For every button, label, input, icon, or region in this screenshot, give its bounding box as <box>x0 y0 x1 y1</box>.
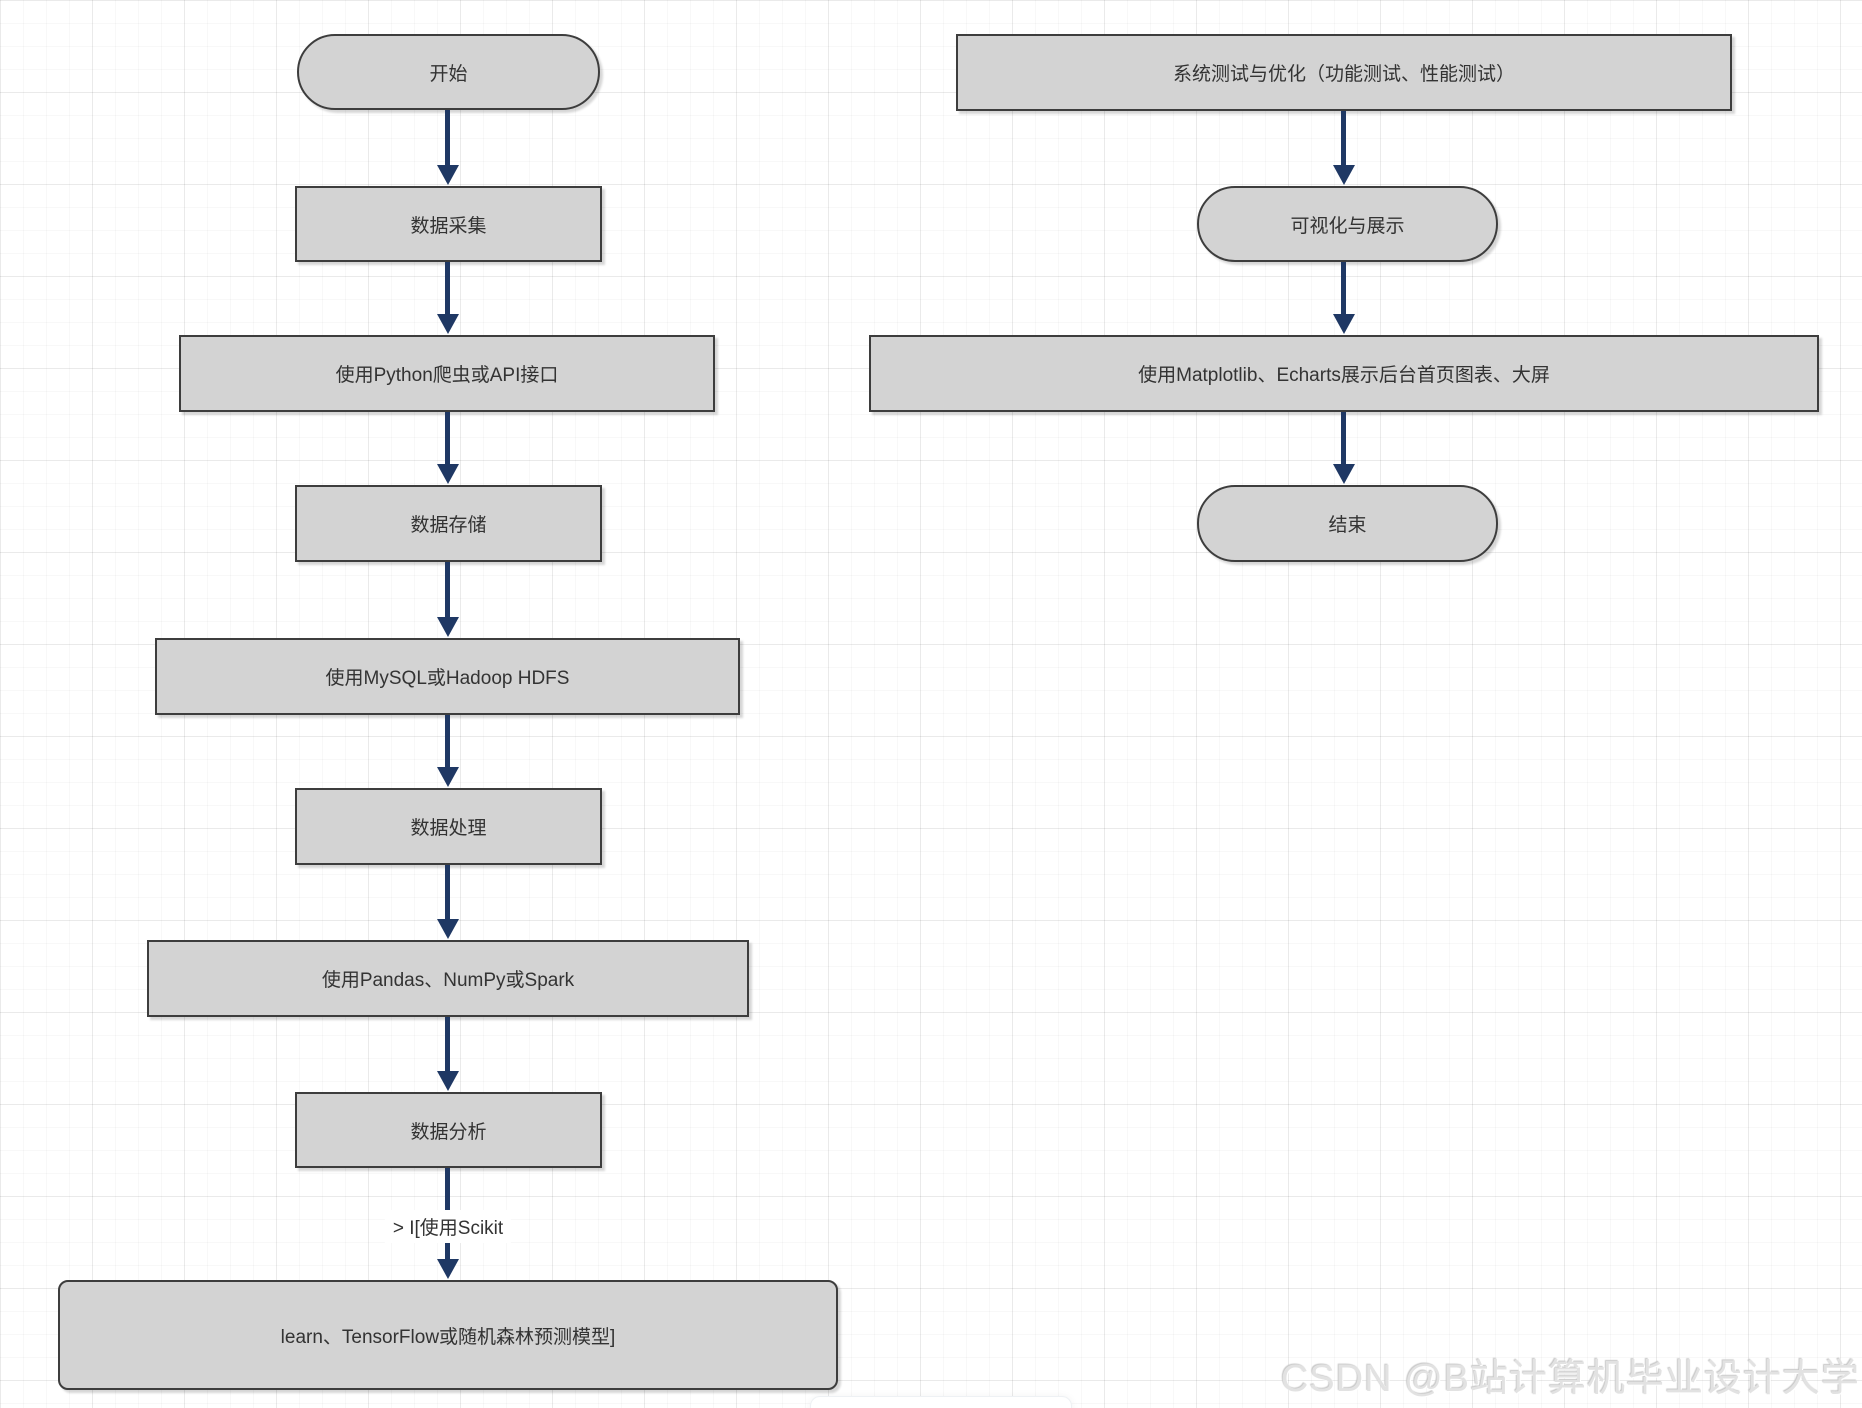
node-label: 结束 <box>1328 515 1367 536</box>
arrow-processing-to-pandas <box>436 865 459 939</box>
node-label: 可视化与展示 <box>1290 215 1405 237</box>
node-label: 开始 <box>429 63 468 85</box>
arrowhead-icon <box>436 919 459 939</box>
arrowhead-icon <box>436 1071 459 1091</box>
edge-label-scikit: > I[使用Scikit <box>384 1210 512 1243</box>
arrow-crawler-to-storage <box>436 412 459 484</box>
watermark-text: CSDN @B站计算机毕业设计大学 <box>1280 1358 1860 1400</box>
arrowhead-icon <box>1332 464 1355 484</box>
node-label: 使用MySQL或Hadoop HDFS <box>325 668 570 689</box>
node-label: 数据分析 <box>410 1121 487 1143</box>
arrowhead-icon <box>436 767 459 787</box>
arrow-visualization-to-matplotlib <box>1332 262 1355 334</box>
flow-node-data-analysis: 数据分析 <box>295 1092 602 1168</box>
arrow-pandas-to-analysis <box>436 1017 459 1091</box>
node-label: 使用Pandas、NumPy或Spark <box>321 970 575 991</box>
flow-node-ml-prediction-model: learn、TensorFlow或随机森林预测模型] <box>58 1280 838 1390</box>
node-label: learn、TensorFlow或随机森林预测模型] <box>280 1326 616 1348</box>
flow-node-system-testing: 系统测试与优化（功能测试、性能测试） <box>956 34 1732 111</box>
flow-node-end: 结束 <box>1197 485 1498 562</box>
node-label: 使用Matplotlib、Echarts展示后台首页图表、大屏 <box>1138 365 1550 386</box>
flow-node-pandas-numpy-spark: 使用Pandas、NumPy或Spark <box>147 940 749 1017</box>
arrow-start-to-collection <box>436 110 459 185</box>
arrowhead-icon <box>436 464 459 484</box>
flow-node-data-processing: 数据处理 <box>295 788 602 865</box>
node-label: 数据处理 <box>410 818 487 839</box>
flow-node-python-crawler-api: 使用Python爬虫或API接口 <box>179 335 715 412</box>
arrowhead-icon <box>436 617 459 637</box>
flow-node-visualization: 可视化与展示 <box>1197 186 1498 262</box>
node-label: 数据采集 <box>410 215 487 237</box>
bottom-popup-partial <box>810 1396 1072 1408</box>
arrow-matplotlib-to-end <box>1332 412 1355 484</box>
arrowhead-icon <box>1332 314 1355 334</box>
flow-node-mysql-hadoop: 使用MySQL或Hadoop HDFS <box>155 638 740 715</box>
arrowhead-icon <box>1332 165 1355 185</box>
arrowhead-icon <box>436 1259 459 1279</box>
arrow-testing-to-visualization <box>1332 111 1355 185</box>
arrowhead-icon <box>436 165 459 185</box>
flow-node-matplotlib-echarts: 使用Matplotlib、Echarts展示后台首页图表、大屏 <box>869 335 1819 412</box>
arrowhead-icon <box>436 314 459 334</box>
flow-node-data-storage: 数据存储 <box>295 485 602 562</box>
arrow-mysql-to-processing <box>436 715 459 787</box>
flow-node-data-collection: 数据采集 <box>295 186 602 262</box>
arrow-collection-to-crawler <box>436 262 459 334</box>
node-label: 数据存储 <box>410 515 487 536</box>
node-label: 系统测试与优化（功能测试、性能测试） <box>1172 64 1515 85</box>
flow-node-start: 开始 <box>297 34 600 110</box>
node-label: 使用Python爬虫或API接口 <box>335 365 559 386</box>
arrow-storage-to-mysql <box>436 562 459 637</box>
